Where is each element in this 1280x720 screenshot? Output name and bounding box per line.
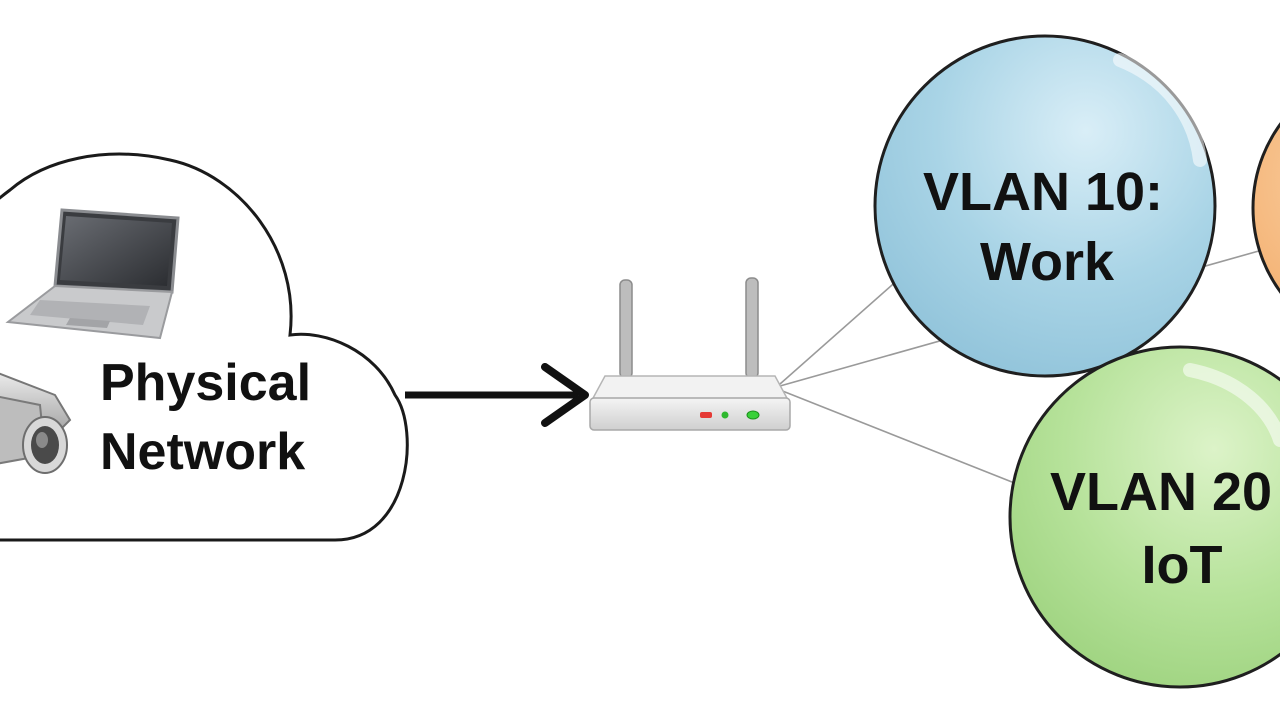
laptop-icon bbox=[5, 208, 180, 340]
cloud-label-line1: Physical bbox=[100, 354, 311, 412]
vlan-10-label-line1: VLAN 10: bbox=[923, 162, 1163, 222]
router-status-light-red bbox=[700, 412, 712, 418]
router-icon bbox=[589, 277, 791, 431]
vlan-10-label-line2: Work bbox=[980, 232, 1115, 292]
arrow-to-router bbox=[405, 363, 589, 427]
vlan-circle-orange bbox=[1251, 122, 1280, 294]
vlan-circle-iot: VLAN 20 IoT bbox=[1008, 345, 1280, 689]
vlan-20-label-line1: VLAN 20 bbox=[1050, 462, 1272, 522]
router-status-light-green-2 bbox=[746, 410, 760, 420]
router-status-light-green bbox=[721, 411, 729, 419]
security-camera-icon bbox=[0, 372, 72, 474]
vlan-circle-work: VLAN 10: Work bbox=[873, 34, 1217, 378]
vlan-20-label-line2: IoT bbox=[1142, 535, 1223, 595]
cloud-label-line2: Network bbox=[100, 423, 305, 481]
